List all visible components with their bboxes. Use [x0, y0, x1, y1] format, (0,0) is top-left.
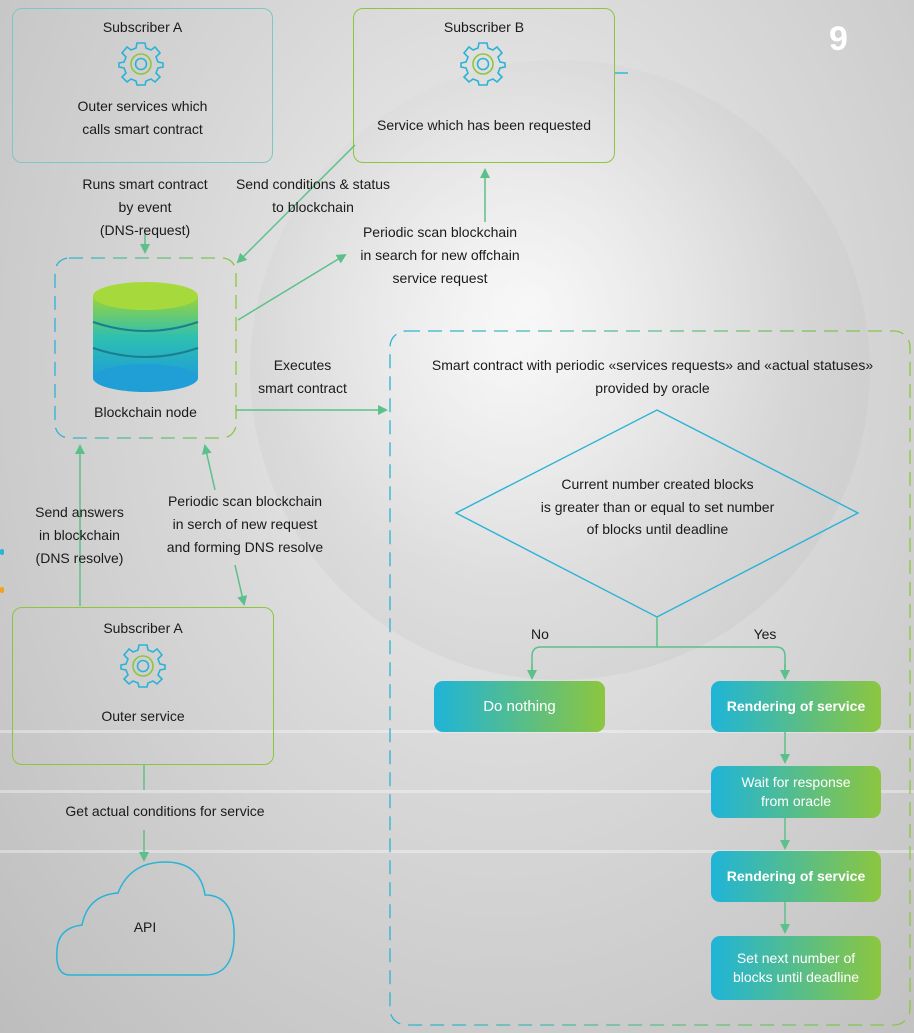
blockchain-node-frame	[54, 257, 237, 439]
send-conditions-label-2: to blockchain	[272, 199, 354, 215]
smart-contract-title-2: provided by oracle	[595, 380, 710, 396]
wait-response-label-2: from oracle	[760, 793, 831, 809]
do-nothing-box: Do nothing	[434, 681, 605, 732]
send-answers-label-1: Send answers	[35, 504, 124, 520]
database-icon	[92, 282, 199, 392]
wait-response-label-1: Wait for response	[741, 774, 851, 790]
do-nothing-label: Do nothing	[483, 698, 556, 715]
rendering-service-label-1: Rendering of service	[726, 698, 866, 714]
set-next-number-label-2: blocks until deadline	[732, 969, 860, 985]
background-stripe	[0, 850, 914, 853]
subscriber-b-title: Subscriber B	[443, 19, 525, 35]
smart-contract-title-1: Smart contract with periodic «services r…	[431, 357, 874, 373]
edge-dot	[0, 587, 4, 593]
gear-icon	[460, 42, 506, 86]
api-label: API	[133, 919, 157, 935]
periodic-scan-b-label-2: in search for new offchain	[360, 247, 520, 263]
condition-text-3: of blocks until deadline	[586, 521, 729, 537]
rendering-service-label-2: Rendering of service	[726, 868, 866, 884]
wait-response-box: Wait for response from oracle	[711, 766, 881, 818]
page-number: 9	[829, 20, 848, 58]
subscriber-a-top-desc-1: Outer services which	[77, 98, 208, 114]
subscriber-a-bottom-desc: Outer service	[101, 708, 185, 724]
gear-icon	[118, 42, 164, 86]
blockchain-node-label: Blockchain node	[94, 404, 197, 420]
subscriber-a-bottom-box	[12, 607, 274, 765]
yes-label: Yes	[753, 626, 777, 642]
executes-label-1: Executes	[273, 357, 332, 373]
get-actual-label: Get actual conditions for service	[65, 803, 265, 819]
runs-label-1: Runs smart contract	[82, 176, 208, 192]
send-answers-label-3: (DNS resolve)	[35, 550, 124, 566]
set-next-number-label-1: Set next number of	[736, 950, 856, 966]
runs-label-3: (DNS-request)	[99, 222, 191, 238]
subscriber-a-top-desc-2: calls smart contract	[82, 121, 203, 137]
api-cloud	[56, 861, 235, 976]
set-next-number-box: Set next number of blocks until deadline	[711, 936, 881, 1000]
subscriber-a-top-box	[12, 8, 273, 163]
no-label: No	[531, 626, 549, 642]
periodic-scan-a-label-2: in serch of new request	[172, 516, 318, 532]
edge-dot	[0, 549, 4, 555]
send-conditions-label-1: Send conditions & status	[235, 176, 391, 192]
background-stripe	[0, 790, 914, 793]
condition-text-2: is greater than or equal to set number	[540, 499, 775, 515]
smart-contract-frame	[389, 330, 911, 1026]
condition-text-1: Current number created blocks	[561, 476, 754, 492]
background-globe	[250, 60, 870, 680]
subscriber-a-top-title: Subscriber A	[102, 19, 183, 35]
send-answers-label-2: in blockchain	[39, 527, 120, 543]
subscriber-a-bottom-title: Subscriber A	[103, 620, 183, 636]
runs-label-2: by event	[118, 199, 172, 215]
rendering-service-box-1: Rendering of service	[711, 681, 881, 732]
periodic-scan-b-label-1: Periodic scan blockchain	[362, 224, 518, 240]
subscriber-b-desc: Service which has been requested	[376, 117, 592, 133]
rendering-service-box-2: Rendering of service	[711, 851, 881, 902]
periodic-scan-b-label-3: service request	[392, 270, 488, 286]
executes-label-2: smart contract	[258, 380, 347, 396]
periodic-scan-a-label-3: and forming DNS resolve	[166, 539, 324, 555]
periodic-scan-a-label-1: Periodic scan blockchain	[167, 493, 323, 509]
gear-icon	[120, 644, 166, 688]
subscriber-b-box	[353, 8, 615, 163]
